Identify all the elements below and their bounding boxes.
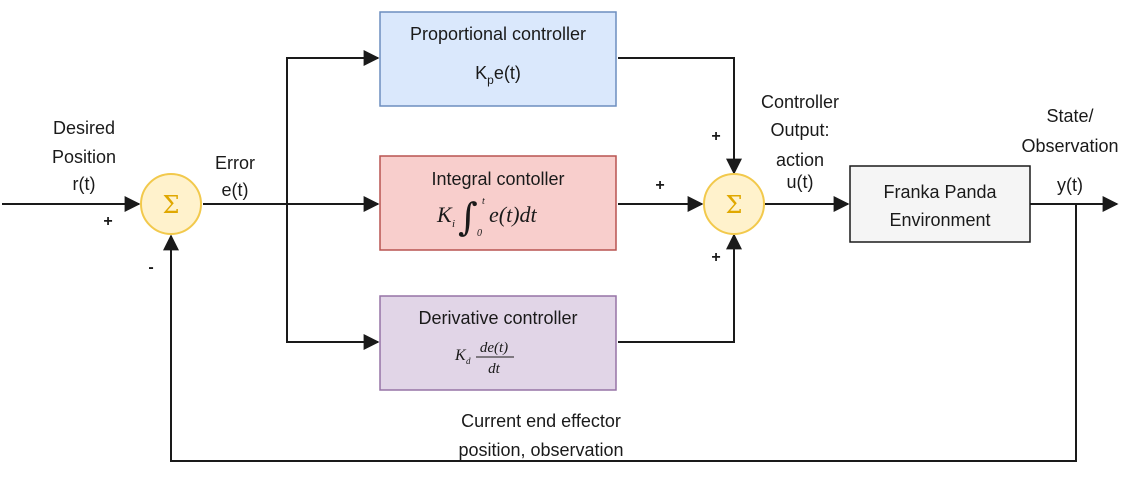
svg-text:de(t): de(t) xyxy=(480,340,508,356)
svg-text:Error: Error xyxy=(215,153,255,173)
feedback-label: Current end effector position, observati… xyxy=(458,411,623,460)
svg-text:e(t): e(t) xyxy=(222,180,249,200)
error-to-proportional-arrow xyxy=(286,50,380,204)
plant-label-line-1: Franka Panda xyxy=(883,182,997,202)
derivative-controller-title: Derivative controller xyxy=(418,308,577,328)
svg-text:State/: State/ xyxy=(1046,106,1093,126)
svg-text:K: K xyxy=(454,347,467,364)
svg-text:t: t xyxy=(482,196,485,207)
svg-text:0: 0 xyxy=(477,228,482,239)
derivative-controller-block: Derivative controller K d de(t) dt xyxy=(379,295,617,391)
svg-text:dt: dt xyxy=(488,361,501,377)
feedback-loop-arrow xyxy=(163,204,1077,462)
controller-sum-bottom-sign: + xyxy=(711,249,720,266)
integral-controller-title: Integral contoller xyxy=(431,169,564,189)
controller-output-label: Controller Output: action u(t) xyxy=(761,92,839,192)
controller-summing-junction: Σ xyxy=(703,173,765,235)
svg-text:u(t): u(t) xyxy=(787,172,814,192)
svg-text:Observation: Observation xyxy=(1021,136,1118,156)
plant-block: Franka Panda Environment xyxy=(849,165,1031,243)
svg-text:y(t): y(t) xyxy=(1057,175,1083,195)
svg-text:e(t)dt: e(t)dt xyxy=(489,202,538,227)
controller-sum-top-sign: + xyxy=(711,128,720,145)
derivative-to-sum-arrow xyxy=(618,233,742,343)
error-label: Error e(t) xyxy=(215,153,255,200)
integral-controller-block: Integral contoller K i ∫ t 0 e(t)dt xyxy=(379,155,617,251)
controller-sum-left-sign: + xyxy=(655,177,664,194)
proportional-formula: Kpe(t) xyxy=(475,63,521,87)
error-sum-plus-sign: + xyxy=(103,213,112,230)
svg-text:Output:: Output: xyxy=(770,120,829,140)
svg-text:r(t): r(t) xyxy=(73,174,96,194)
state-observation-label: State/ Observation y(t) xyxy=(1021,106,1118,195)
sigma-icon: Σ xyxy=(726,191,743,219)
error-sum-minus-sign: - xyxy=(148,259,153,276)
svg-text:Position: Position xyxy=(52,147,116,167)
svg-text:d: d xyxy=(466,356,471,366)
sigma-icon: Σ xyxy=(163,191,180,219)
svg-text:Current end effector: Current end effector xyxy=(461,411,621,431)
svg-text:action: action xyxy=(776,150,824,170)
integral-formula: K i ∫ t 0 e(t)dt xyxy=(436,195,538,239)
proportional-controller-title: Proportional controller xyxy=(410,24,586,44)
derivative-formula: K d de(t) dt xyxy=(454,340,514,377)
error-to-derivative-arrow xyxy=(286,204,380,350)
proportional-to-sum-arrow xyxy=(618,57,742,175)
svg-text:∫: ∫ xyxy=(458,195,478,239)
plant-label-line-2: Environment xyxy=(889,210,990,230)
desired-position-label: Desired Position r(t) xyxy=(52,118,116,194)
error-summing-junction: Σ xyxy=(140,173,202,235)
svg-text:K: K xyxy=(436,202,453,227)
svg-text:i: i xyxy=(452,218,455,230)
svg-text:Controller: Controller xyxy=(761,92,839,112)
svg-text:position, observation: position, observation xyxy=(458,440,623,460)
proportional-controller-block: Proportional controller Kpe(t) xyxy=(379,11,617,107)
svg-text:Desired: Desired xyxy=(53,118,115,138)
